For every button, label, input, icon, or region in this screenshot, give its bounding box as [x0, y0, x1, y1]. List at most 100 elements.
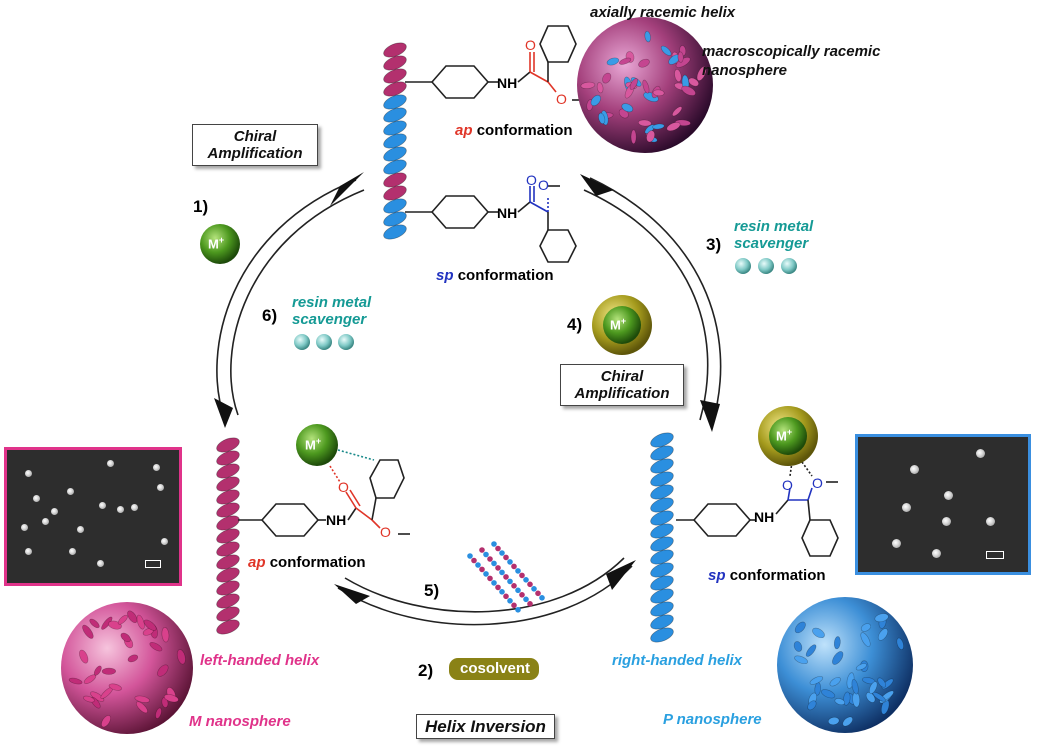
top-sp-conformation-label: sp conformation [436, 268, 554, 284]
nanosphere-fiber [809, 676, 824, 685]
bundle-coil [511, 602, 517, 609]
carbonyl-o-top-sp: O [526, 172, 537, 188]
bundle-coil [519, 572, 525, 579]
helix-coil [383, 159, 407, 175]
nanosphere-fiber [127, 654, 139, 663]
nanosphere-fiber [127, 610, 138, 624]
p-nanosphere-graphic [777, 597, 913, 733]
helix-coil [383, 81, 407, 97]
nanosphere-fiber [681, 85, 696, 96]
nh-label-top-ap: NH [497, 75, 518, 91]
bundle-coil [491, 560, 497, 567]
arrow-step2-outer [337, 565, 633, 626]
nanosphere-fiber [83, 695, 95, 703]
nanosphere-fiber [117, 614, 128, 625]
carbonyl-o-right: O [782, 477, 793, 493]
right-sp-molecule [676, 461, 839, 557]
nanosphere-fiber [833, 636, 841, 650]
step-5-label: 5) [424, 581, 440, 600]
conformation-word: conformation [729, 567, 826, 584]
bundle-coil [527, 581, 533, 588]
cycle-arrows [216, 177, 722, 626]
conformation-word: conformation [457, 267, 554, 284]
top-racemic-helix [383, 42, 407, 240]
metal-ion-label-step4: M+ [610, 316, 627, 333]
nanosphere-fiber [83, 674, 97, 684]
nanosphere-fiber [638, 119, 652, 127]
metal-ion-label-left: M+ [305, 436, 322, 453]
nanosphere-fiber [794, 621, 806, 634]
bundle-coil [503, 574, 509, 580]
nanosphere-fiber [874, 613, 889, 623]
nanosphere-fiber [161, 627, 170, 643]
nanosphere-fiber [143, 619, 157, 631]
helix-coil [650, 510, 674, 526]
ether-o-left: O [380, 524, 391, 540]
helix-coil [216, 567, 240, 583]
ap-tag: ap [455, 122, 473, 139]
nh-label-right: NH [754, 509, 775, 525]
right-sp-conformation-label: sp conformation [708, 568, 826, 584]
right-handed-helix-graphic [650, 432, 674, 643]
nanosphere-fiber [155, 707, 162, 719]
nanosphere-fiber [652, 89, 665, 97]
nanosphere-fiber [660, 45, 672, 56]
p-nanosphere-micrograph [855, 434, 1031, 575]
arrowhead-left-bottom [214, 398, 233, 428]
bundle-coil [503, 554, 509, 561]
nanosphere-fiber [805, 644, 817, 657]
nanosphere-fiber [101, 715, 111, 728]
p-nanosphere-label: P nanosphere [663, 711, 762, 728]
helix-coil [216, 502, 240, 518]
nanosphere-fiber [79, 649, 89, 664]
helix-coil [383, 68, 407, 84]
bundle-coil [495, 565, 501, 571]
helix-coil [216, 463, 240, 479]
helix-coil [650, 432, 674, 448]
bundle-coil [511, 563, 517, 570]
chiral-amplification-box-right: Chiral Amplification [560, 364, 684, 406]
nanosphere-fiber [646, 130, 656, 143]
nanosphere-fiber [842, 716, 853, 727]
bundle-coil [539, 595, 545, 601]
helix-coil [383, 133, 407, 149]
nanosphere-fiber [843, 691, 851, 706]
carbonyl-o-top-ap: O [525, 37, 536, 53]
bundle-coil [499, 589, 505, 595]
step-6-label: 6) [262, 306, 278, 325]
helix-coil [383, 224, 407, 240]
nanosphere-fiber [176, 649, 186, 665]
nanosphere-fiber [674, 68, 682, 83]
left-handed-helix-graphic [216, 437, 240, 635]
metal-ion-right [769, 417, 807, 455]
arrowhead-right-bottom [700, 400, 720, 432]
bundle-coil [507, 559, 513, 565]
helix-coil [216, 554, 240, 570]
nanosphere-fiber [868, 681, 878, 694]
nanosphere-fiber [157, 664, 169, 677]
bundle-coil [495, 584, 501, 591]
bundle-coil [487, 575, 493, 582]
scale-bar-right [986, 551, 1004, 559]
nanosphere-fiber [135, 701, 148, 714]
helix-coil [650, 471, 674, 487]
nanosphere-fiber [860, 632, 871, 647]
nanosphere-fiber [652, 123, 665, 130]
nanosphere-fiber [877, 628, 889, 641]
arrowhead-bottom-right [606, 560, 636, 590]
right-handed-helix-label: right-handed helix [612, 652, 743, 669]
carbonyl-o-left: O [338, 479, 349, 495]
step-2-label: 2) [418, 661, 434, 680]
nanosphere-fiber [638, 58, 650, 68]
helix-inversion-box: Helix Inversion [416, 714, 555, 739]
bundle-coil [471, 557, 477, 564]
nanosphere-fiber [642, 79, 650, 94]
helix-coil [650, 445, 674, 461]
arrow-step6-inner [230, 189, 365, 416]
resin-scavenger-label-step3: resin metal scavenger [734, 218, 814, 252]
helix-coil [216, 450, 240, 466]
metal-ion-step4 [603, 306, 641, 344]
step-3-label: 3) [706, 235, 722, 254]
nanosphere-fiber [644, 30, 651, 43]
nanosphere-fiber [108, 683, 122, 691]
